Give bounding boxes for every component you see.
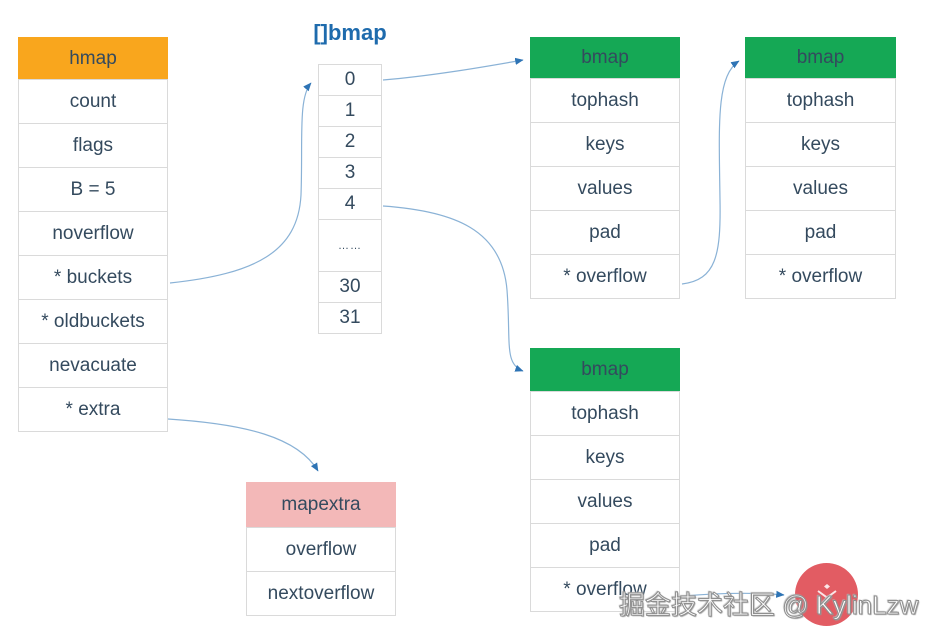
bmap-right-field-tophash: tophash <box>745 78 896 123</box>
bmap-top-header: bmap <box>530 37 680 79</box>
bmap-bottom-header: bmap <box>530 348 680 392</box>
arrow-overflow-to-bmap-right <box>681 60 740 285</box>
bmap-top-field-overflow: * overflow <box>530 254 680 299</box>
mapextra-field-nextoverflow: nextoverflow <box>246 571 396 616</box>
bmap-table-top: bmap tophash keys values pad * overflow <box>530 37 680 299</box>
bmap-array-title: []bmap <box>313 20 387 45</box>
arrow-extra-to-mapextra <box>167 418 319 472</box>
bmap-bottom-field-values: values <box>530 479 680 524</box>
bmap-right-field-values: values <box>745 166 896 211</box>
bucket-index-0: 0 <box>318 64 382 96</box>
bmap-table-bottom: bmap tophash keys values pad * overflow <box>530 348 680 612</box>
mapextra-field-overflow: overflow <box>246 527 396 572</box>
bucket-ellipsis: …… <box>318 219 382 272</box>
bmap-top-field-keys: keys <box>530 122 680 167</box>
bucket-index-4: 4 <box>318 188 382 220</box>
hmap-field-noverflow: noverflow <box>18 211 168 256</box>
hmap-struct-table: hmap count flags B = 5 noverflow * bucke… <box>18 37 168 432</box>
bmap-right-header: bmap <box>745 37 896 79</box>
hmap-field-count: count <box>18 79 168 124</box>
bucket-index-1: 1 <box>318 95 382 127</box>
bmap-right-field-pad: pad <box>745 210 896 255</box>
arrow-bucket0-to-bmap-top <box>382 57 524 81</box>
bucket-index-30: 30 <box>318 271 382 303</box>
bucket-index-31: 31 <box>318 302 382 334</box>
hmap-field-b: B = 5 <box>18 167 168 212</box>
arrow-bucket4-to-bmap-bottom <box>382 205 524 372</box>
bmap-table-right: bmap tophash keys values pad * overflow <box>745 37 896 299</box>
hmap-field-buckets: * buckets <box>18 255 168 300</box>
bmap-bottom-field-keys: keys <box>530 435 680 480</box>
bmap-array-table: 0 1 2 3 4 …… 30 31 <box>318 64 382 334</box>
bucket-index-3: 3 <box>318 157 382 189</box>
juejin-logo-icon <box>816 583 837 599</box>
hmap-field-flags: flags <box>18 123 168 168</box>
bmap-right-field-overflow: * overflow <box>745 254 896 299</box>
bmap-bottom-field-overflow: * overflow <box>530 567 680 612</box>
bmap-right-field-keys: keys <box>745 122 896 167</box>
bmap-bottom-field-tophash: tophash <box>530 391 680 436</box>
hmap-field-oldbuckets: * oldbuckets <box>18 299 168 344</box>
hmap-table-header: hmap <box>18 37 168 80</box>
mapextra-header: mapextra <box>246 482 396 528</box>
juejin-logo-circle <box>795 563 858 626</box>
bmap-top-field-tophash: tophash <box>530 78 680 123</box>
bmap-top-field-values: values <box>530 166 680 211</box>
mapextra-table: mapextra overflow nextoverflow <box>246 482 396 616</box>
bmap-bottom-field-pad: pad <box>530 523 680 568</box>
bucket-index-2: 2 <box>318 126 382 158</box>
arrow-buckets-to-array <box>169 82 312 284</box>
hmap-field-nevacuate: nevacuate <box>18 343 168 388</box>
hmap-field-extra: * extra <box>18 387 168 432</box>
bmap-top-field-pad: pad <box>530 210 680 255</box>
watermark-text: 掘金技术社区 @ KylinLzw <box>618 590 919 621</box>
